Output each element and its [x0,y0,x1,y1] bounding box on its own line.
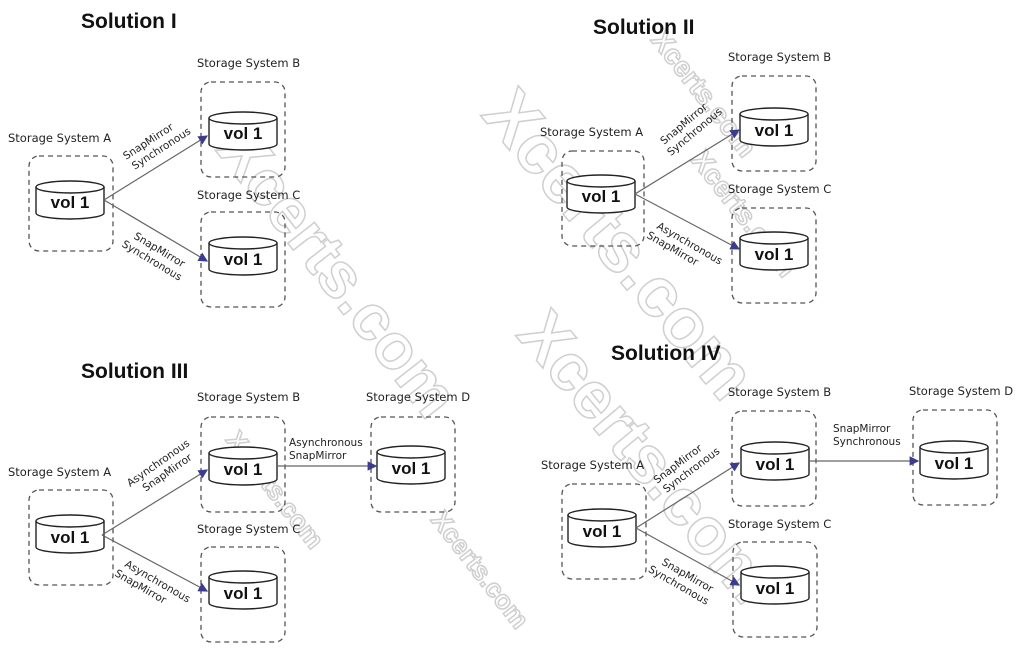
system-label-c: Storage System C [728,517,831,531]
solution-title: Solution III [81,360,188,383]
solution-title: Solution II [593,16,694,39]
storage-system-a-box [561,483,647,580]
storage-system-b-box [731,75,817,172]
volume-c: vol 1 [740,565,810,605]
volume-label: vol 1 [224,460,263,479]
volume-d: vol 1 [919,440,989,480]
volume-a: vol 1 [35,514,105,554]
storage-system-b-box [731,410,817,507]
link-a-to-c [103,199,209,262]
volume-label: vol 1 [755,245,794,264]
volume-label: vol 1 [583,522,622,541]
volume-b: vol 1 [208,111,278,151]
svg-text:Asynchronous: Asynchronous [289,437,363,449]
storage-system-b-box [200,416,286,513]
storage-system-c-box [731,207,817,304]
volume-label: vol 1 [224,584,263,603]
link-label-b-d: SnapMirror Synchronous [833,423,901,448]
link-a-to-b [101,469,209,536]
volume-b: vol 1 [740,441,810,481]
storage-system-d-box [370,416,456,513]
system-label-d: Storage System D [366,390,470,404]
volume-a: vol 1 [566,174,636,214]
volume-c: vol 1 [739,231,809,271]
volume-label: vol 1 [51,193,90,212]
volume-label: vol 1 [51,528,90,547]
volume-label: vol 1 [756,455,795,474]
storage-system-d-box [912,409,998,506]
link-label-a-c: SnapMirror Synchronous [120,230,188,283]
system-label-b: Storage System B [197,56,300,70]
volume-b: vol 1 [739,107,809,147]
solution-title: Solution IV [611,342,721,365]
storage-system-a-box [28,489,114,586]
volume-a: vol 1 [567,508,637,548]
volume-d: vol 1 [376,445,446,485]
link-a-to-c [101,534,209,592]
system-label-b: Storage System B [728,50,831,64]
link-label-a-b: SnapMirror Synchronous [121,121,193,172]
system-label-a: Storage System A [540,125,643,139]
link-a-to-b [635,462,741,529]
link-a-to-b [103,135,209,201]
volume-b: vol 1 [208,446,278,486]
link-a-to-c [635,527,741,586]
volume-label: vol 1 [224,250,263,269]
storage-system-a-box [28,155,114,252]
system-label-d: Storage System D [909,384,1013,398]
solution-4: Solution IV Storage System A Storage Sys… [541,342,1013,638]
storage-system-a-box [561,150,645,247]
storage-system-c-box [200,211,286,308]
volume-c: vol 1 [208,570,278,610]
volume-c: vol 1 [208,236,278,276]
link-label-b-d: Asynchronous SnapMirror [289,437,363,462]
system-label-b: Storage System B [197,390,300,404]
solution-3: Solution III Storage System A Storage Sy… [8,360,470,643]
link-label-a-b: Asynchronous SnapMirror [125,437,195,494]
watermark-7: Xcerts.com [425,505,535,634]
system-label-a: Storage System A [8,131,111,145]
solution-title: Solution I [81,10,177,33]
system-label-b: Storage System B [728,385,831,399]
svg-text:Synchronous: Synchronous [833,436,901,448]
system-label-a: Storage System A [541,458,644,472]
system-label-a: Storage System A [8,465,111,479]
system-label-c: Storage System C [197,188,300,202]
svg-text:SnapMirror: SnapMirror [833,423,891,435]
volume-label: vol 1 [755,121,794,140]
link-label-a-c: Asynchronous SnapMirror [113,558,193,607]
volume-label: vol 1 [582,187,621,206]
storage-system-b-box [200,81,286,178]
system-label-c: Storage System C [197,522,300,536]
system-label-c: Storage System C [728,182,831,196]
storage-system-c-box [200,546,286,643]
link-a-to-c [634,193,741,250]
svg-text:SnapMirror: SnapMirror [289,450,347,462]
volume-label: vol 1 [935,454,974,473]
link-a-to-b [634,129,741,195]
volume-a: vol 1 [35,180,105,220]
storage-system-c-box [732,541,818,638]
volume-label: vol 1 [224,124,263,143]
volume-label: vol 1 [392,459,431,478]
volume-label: vol 1 [756,579,795,598]
